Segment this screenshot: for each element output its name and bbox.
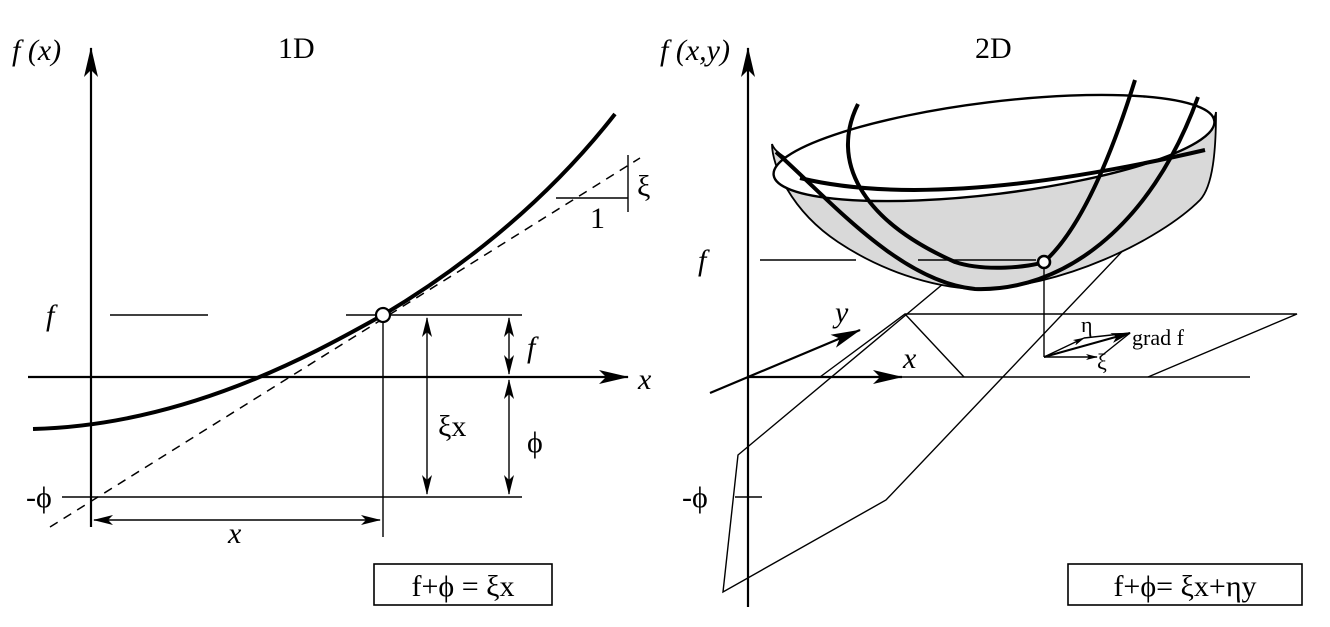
eta-label: η [1081,312,1093,337]
y-axis-label: f (x) [12,34,61,67]
neg-phi-label-2d: -ϕ [682,481,708,514]
z-axis-label: f (x,y) [660,34,730,67]
xi-x-label: ξx [438,410,466,443]
xi-label-2d: ξ [1097,349,1107,374]
phi-label: ϕ [527,426,543,459]
gradient-construction-line-2 [1083,332,1131,339]
x-span-label: x [227,517,242,550]
convex-curve [32,112,617,431]
f-right-label: f [527,331,539,364]
paraboloid-rim [772,93,1216,203]
slope-rise-label: ξ [637,170,650,203]
parallel-curve [799,148,1206,192]
x-axis-label: x [637,363,652,396]
f-label-2d: f [698,244,710,277]
eta-vector [1043,337,1085,358]
panel-2d: 2D f (x,y) x y f -ϕ [660,32,1303,607]
tangent-point-marker [374,306,392,324]
y-axis-2d-label: y [832,296,849,329]
y-axis-2d [709,328,861,395]
xy-plane-outline [819,313,1298,378]
gradient-construction-line [1099,332,1131,358]
panel-1d: 1D f (x) x ξ 1 f -ϕ ξx f ϕ [12,32,652,606]
neg-phi-label: -ϕ [26,481,52,514]
equation-2d: f+ϕ= ξx+ηy [1113,570,1256,603]
panel-1d-title: 1D [278,32,315,65]
grad-label: grad f [1132,325,1185,350]
equation-box-1d [373,563,553,606]
x-axis-2d-label: x [902,342,917,375]
equation-1d: f+ϕ = ξx [412,570,515,603]
tangent-point-marker-2d [1036,254,1052,270]
meridian-curve-2 [1042,79,1137,264]
tangent-line [49,157,641,528]
f-label: f [46,299,58,332]
meridian-curve-3 [774,96,1200,292]
equation-box-2d [1067,563,1303,606]
meridian-curve-1 [845,103,1045,270]
panel-2d-title: 2D [975,32,1012,65]
gradient-vector [1043,331,1131,359]
plane-diagonal [904,313,965,378]
slope-run-label: 1 [590,202,605,235]
